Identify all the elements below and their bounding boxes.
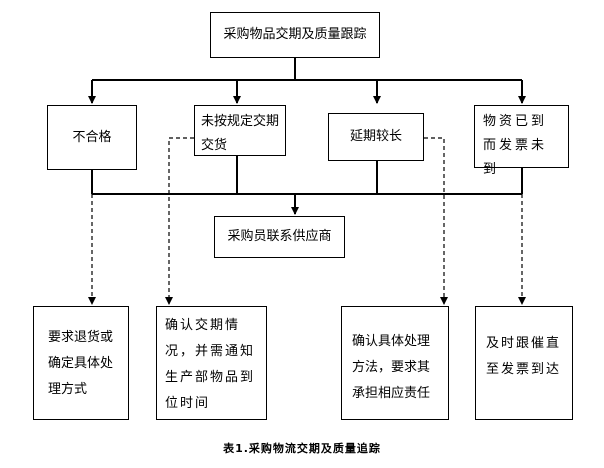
issue-unqualified-box: 不合格 (47, 105, 137, 170)
issue-missing-invoice-text: 物资已到而发票未到 (483, 114, 548, 177)
action-confirm-date-text: 确认交期情况，并需通知生产部物品到位时间 (165, 318, 256, 411)
contact-supplier-text: 采购员联系供应商 (227, 229, 332, 244)
dashed-arrow-confirm-date (165, 137, 194, 305)
title-box: 采购物品交期及质量跟踪 (210, 12, 380, 58)
action-confirm-date-box: 确认交期情况，并需通知生产部物品到位时间 (156, 306, 267, 420)
issue-unqualified-text: 不合格 (72, 129, 112, 145)
action-confirm-method-box: 确认具体处理方法，要求其承担相应责任 (341, 306, 449, 420)
issue-long-delay-box: 延期较长 (328, 113, 424, 161)
action-confirm-method-text: 确认具体处理方法，要求其承担相应责任 (352, 334, 431, 401)
issue-late-delivery-text: 未按规定交期交货 (201, 114, 280, 153)
action-follow-invoice-box: 及时跟催直至发票到达 (475, 306, 573, 420)
issue-long-delay-text: 延期较长 (349, 129, 402, 144)
issue-late-delivery-box: 未按规定交期交货 (194, 105, 286, 156)
title-text: 采购物品交期及质量跟踪 (223, 27, 367, 42)
contact-supplier-box: 采购员联系供应商 (214, 216, 345, 258)
action-follow-invoice-text: 及时跟催直至发票到达 (486, 336, 562, 377)
dashed-arrow-confirm-method (424, 137, 448, 305)
action-return-box: 要求退货或确定具体处理方式 (33, 306, 129, 420)
figure-caption: 表1.采购物流交期及质量追踪 (223, 442, 381, 455)
action-return-text: 要求退货或确定具体处理方式 (48, 330, 114, 397)
issue-missing-invoice-box: 物资已到而发票未到 (474, 105, 569, 177)
